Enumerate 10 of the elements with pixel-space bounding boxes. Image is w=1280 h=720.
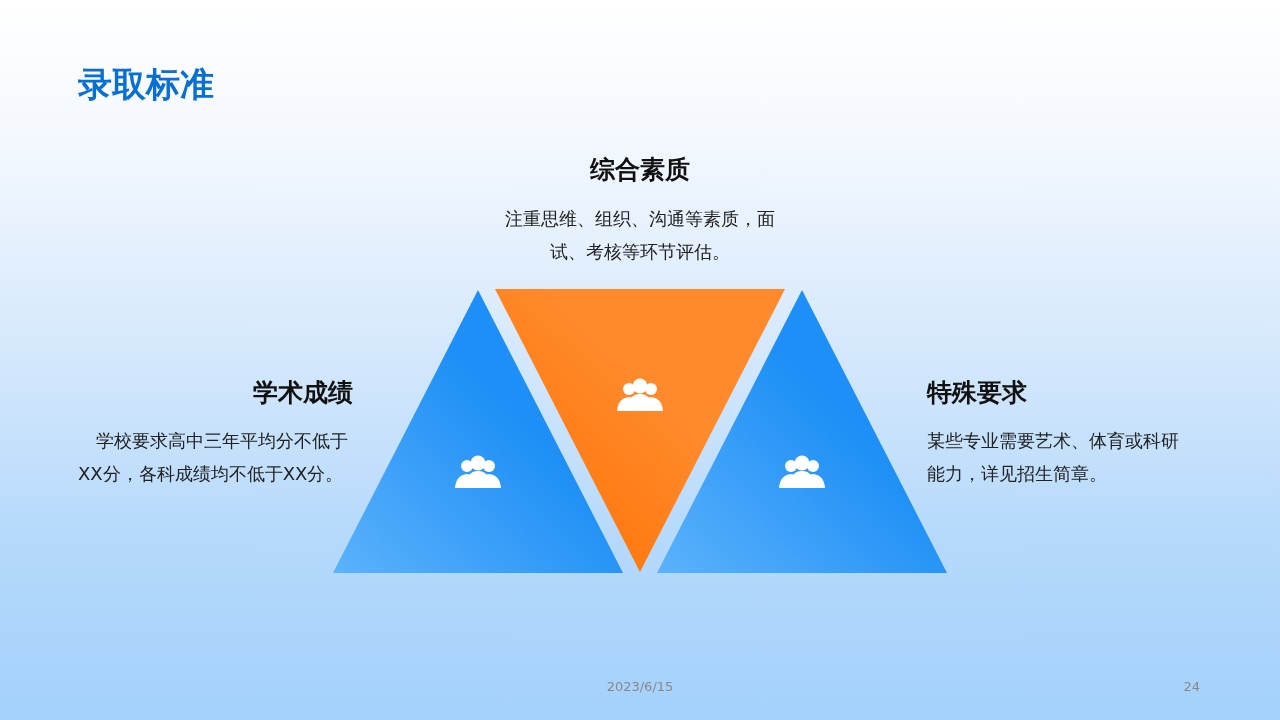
section-heading: 学术成绩 — [252, 377, 353, 409]
slide-title: 录取标准 — [78, 63, 214, 106]
page-number: 24 — [1182, 679, 1200, 694]
triangle-shape — [495, 289, 785, 572]
description-text: 学校要求高中三年平均分不低于XX分，各科成绩均不低于XX分。 — [78, 429, 349, 486]
section-heading: 综合素质 — [589, 154, 691, 186]
description-text: 注重思维、组织、沟通等素质，面试、考核等环节评估。 — [504, 207, 776, 264]
date-label: 2023/6/15 — [605, 679, 675, 694]
description-text: 某些专业需要艺术、体育或科研能力，详见招生简章。 — [927, 429, 1180, 486]
section-heading: 特殊要求 — [927, 377, 1028, 409]
